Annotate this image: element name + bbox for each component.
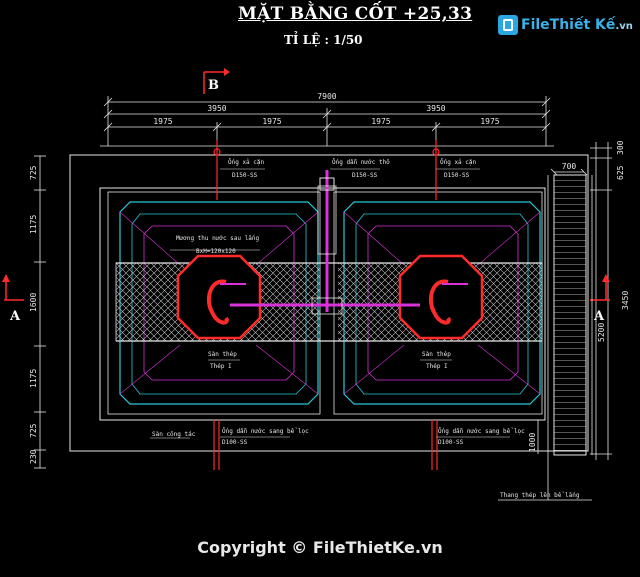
label-pipe-top-left: Ống xả cặn [228, 159, 265, 166]
logo-part-2: Thiết Kế [549, 17, 616, 33]
central-pipe [230, 170, 420, 315]
dim-right-mid: 3450 [621, 291, 630, 310]
dim-left-3: 1600 [29, 293, 38, 312]
drawing-scale: TỈ LỆ : 1/50 [284, 33, 363, 47]
label-hopper-left: Sàn thép [208, 351, 237, 358]
hopper-right [398, 254, 484, 340]
copyright-footer: Copyright © FileThietKe.vn [197, 538, 443, 557]
dim-left-4: 1175 [29, 369, 38, 388]
label-pipe-top-right: Ống xả cặn [440, 159, 477, 166]
label-stair-note: Thang thép lên bể lắng [500, 492, 580, 499]
section-mark-b: B [203, 68, 230, 94]
label-hopper-right: Sàn thép [422, 351, 451, 358]
dim-left-5: 725 [29, 423, 38, 438]
top-dimensions [103, 96, 551, 146]
dim-right-small-2: 625 [616, 165, 625, 180]
logo-icon [498, 15, 518, 35]
hopper-left [176, 254, 262, 340]
dim-half-right: 3950 [426, 104, 445, 113]
drain-pipes-top [213, 140, 440, 200]
section-mark-a-left-label: A [9, 309, 21, 324]
left-dimensions [34, 155, 46, 469]
dim-overall: 7900 [317, 92, 336, 101]
label-hopper-right-sub: Thép I [426, 363, 448, 370]
right-dimensions [537, 142, 612, 460]
label-pipe-top-mid: Ống dẫn nước thô [332, 159, 390, 166]
dim-left-1: 725 [29, 165, 38, 180]
dim-quarter-3: 1975 [371, 117, 390, 126]
logo-part-1: File [521, 17, 550, 33]
label-channel: Mương thu nước sau lắng [176, 235, 259, 242]
section-mark-a-left: A [2, 274, 24, 324]
section-mark-a-right-label: A [593, 309, 605, 324]
section-mark-b-label: B [208, 78, 219, 93]
drawing-title: MẶT BẰNG CỐT +25,33 [238, 4, 473, 24]
label-pipe-top-right-size: D150-SS [444, 172, 470, 179]
label-channel-size: BxH=120x120 [196, 248, 236, 255]
label-pipe-bottom-right-size: D100-SS [438, 439, 464, 446]
dim-right-small-1: 300 [616, 140, 625, 155]
label-pipe-top-left-size: D150-SS [232, 172, 258, 179]
outlet-pipes-bottom [213, 420, 438, 470]
steel-stair [498, 174, 593, 501]
dim-right-total: 5200 [597, 323, 606, 342]
dim-left-2: 1175 [29, 215, 38, 234]
site-logo: FileThiết Kế.vn [498, 15, 633, 35]
label-pipe-bottom-left: Ống dẫn nước sang bể lọc [222, 428, 309, 435]
leader-lines [150, 168, 510, 439]
label-pipe-bottom-right: Ống dẫn nước sang bể lọc [438, 428, 525, 435]
dim-quarter-2: 1975 [262, 117, 281, 126]
label-floor: Sàn công tác [152, 431, 196, 438]
logo-part-3: .vn [615, 21, 633, 32]
outer-walls [69, 145, 589, 452]
logo-text: FileThiết Kế.vn [521, 17, 633, 33]
label-hopper-left-sub: Thép I [210, 363, 232, 370]
dim-stair-width: 700 [562, 162, 577, 171]
dim-half-left: 3950 [207, 104, 226, 113]
dim-quarter-1: 1975 [153, 117, 172, 126]
section-mark-a-right: A [590, 274, 610, 324]
dim-stair-lower: 1000 [528, 433, 537, 452]
dim-left-6: 230 [29, 449, 38, 464]
label-pipe-top-mid-size: D150-SS [352, 172, 378, 179]
dim-quarter-4: 1975 [480, 117, 499, 126]
label-pipe-bottom-left-size: D100-SS [222, 439, 248, 446]
